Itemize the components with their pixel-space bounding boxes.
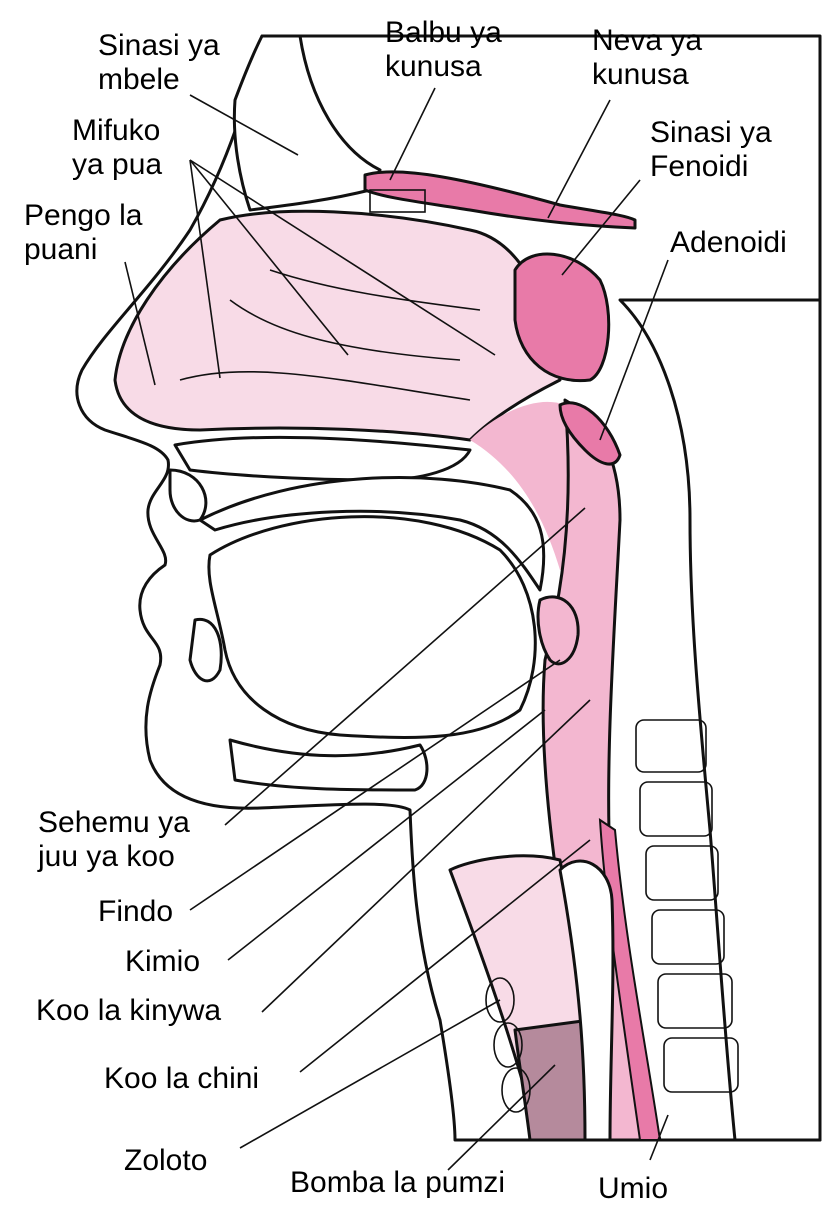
label-line: Koo la kinywa [36,994,221,1027]
label-line: Zoloto [124,1144,207,1177]
label-line: mbele [98,63,180,96]
label-koo-chini: Koo la chini [104,1062,259,1095]
label-line: kunusa [385,50,482,83]
label-line: Kimio [125,945,200,978]
leader-lines [124,87,669,1171]
label-line: Koo la chini [104,1062,259,1095]
label-umio: Umio [598,1172,668,1205]
label-line: Mifuko [72,114,160,147]
spine-region [618,298,822,1142]
uvula [536,595,580,666]
label-line: Balbu ya [385,16,502,49]
label-koo-kinywa: Koo la kinywa [36,994,221,1027]
label-line: Sinasi ya [98,29,220,62]
label-line: juu ya koo [37,840,175,873]
label-adenoidi: Adenoidi [670,226,787,259]
label-zoloto: Zoloto [124,1144,207,1177]
epiglottis [558,859,615,1142]
label-line: puani [24,233,97,266]
soft-palate [198,476,546,592]
label-line: Umio [598,1172,668,1205]
label-findo: Findo [98,895,173,928]
label-line: Fenoidi [650,150,748,183]
vertebrae [635,719,739,1093]
label-line: ya pua [72,148,162,181]
label-line: Sehemu ya [38,806,190,839]
label-kimio: Kimio [125,945,200,978]
tongue [207,515,537,739]
label-line: Sinasi ya [650,116,772,149]
olfactory-bulb [363,170,637,230]
label-line: Adenoidi [670,226,787,259]
label-line: Findo [98,895,173,928]
hard-palate [173,435,472,482]
label-bomba-pumzi: Bomba la pumzi [290,1166,505,1199]
adenoid [558,401,622,466]
label-line: Pengo la [24,199,143,232]
label-line: Bomba la pumzi [290,1166,505,1199]
label-line: Neva ya [592,24,702,57]
sphenoid-sinus [513,252,611,383]
label-line: kunusa [592,58,689,91]
